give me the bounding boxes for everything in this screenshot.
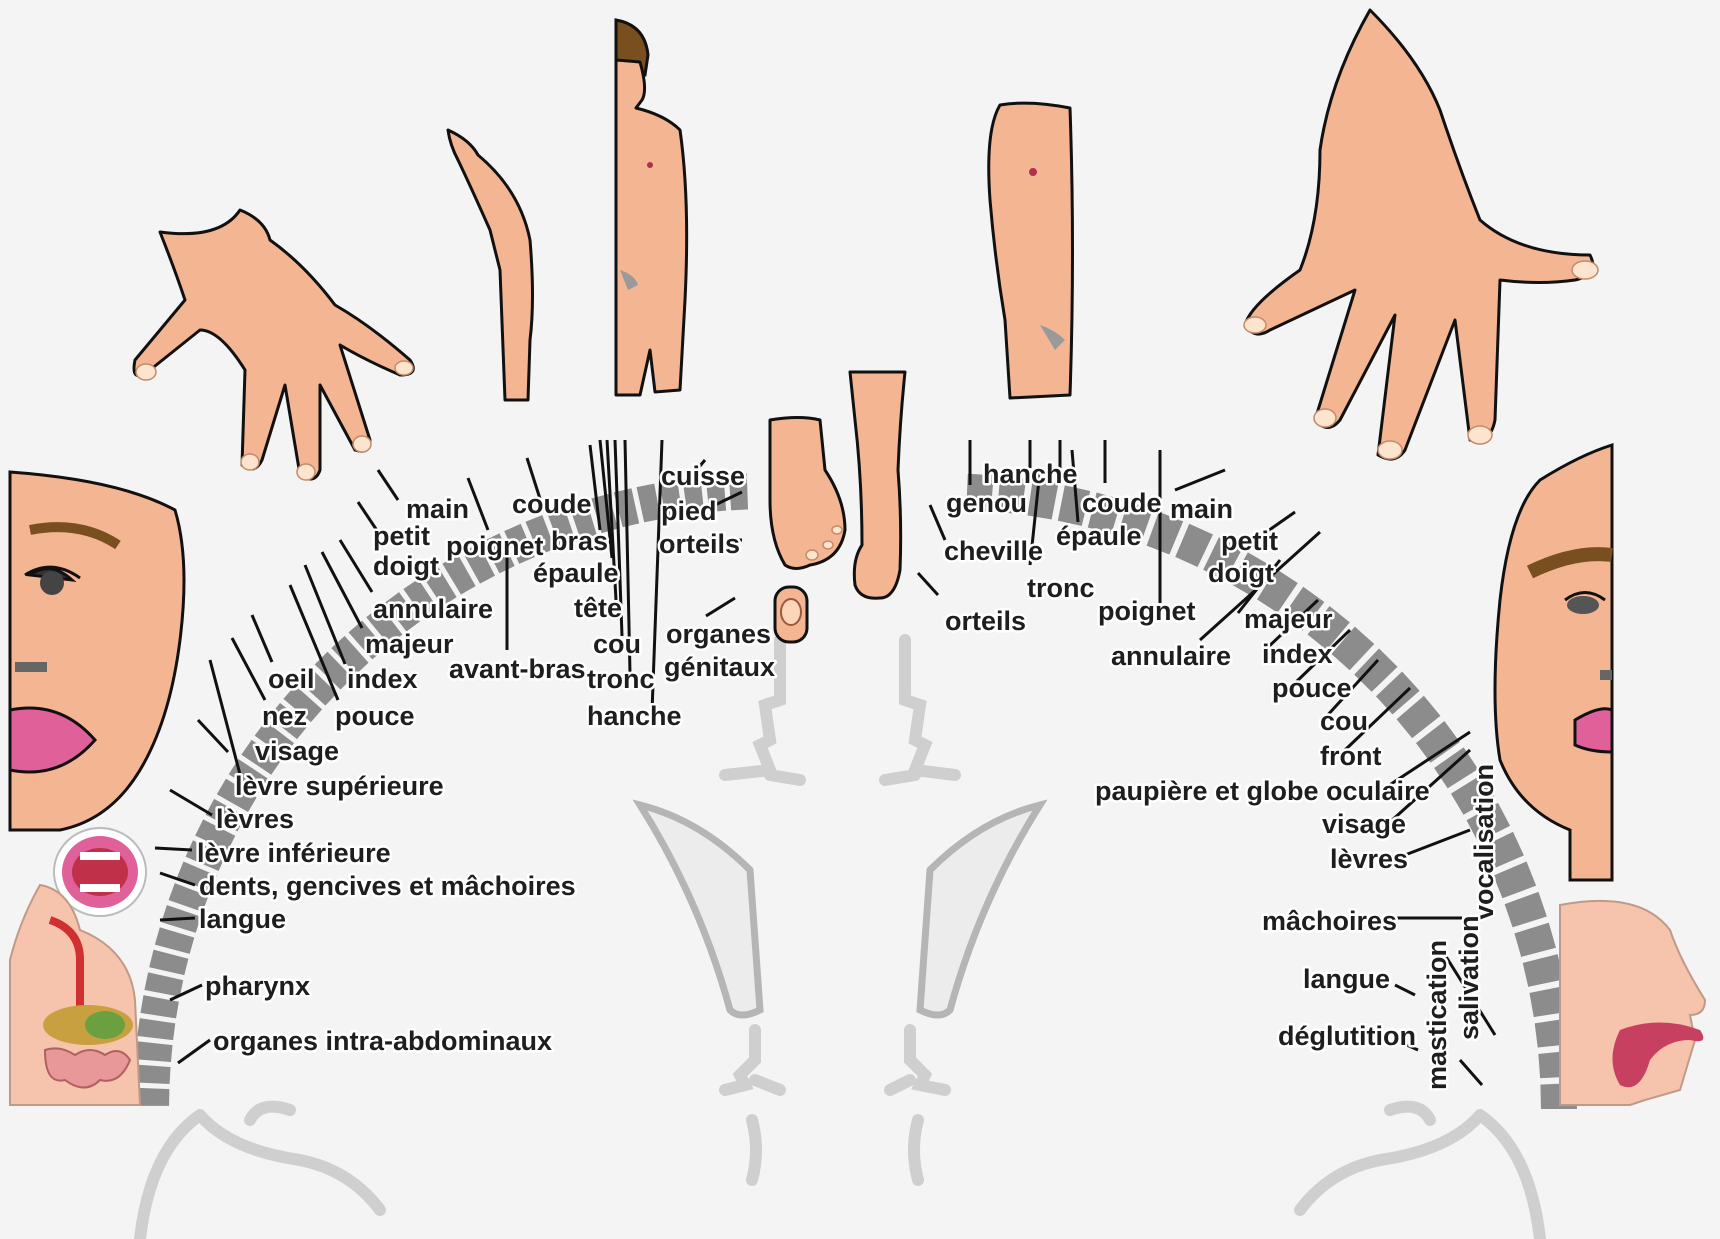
label-left-bras: bras (551, 526, 608, 556)
label-left-orteils: orteils (659, 529, 740, 559)
genitals-icon (775, 587, 807, 642)
label-left-intraabdo: organes intra-abdominaux (213, 1026, 552, 1056)
label-left-levres: lèvres (216, 804, 294, 834)
label-right-salivation: salivation (1454, 915, 1484, 1040)
label-left-majeur: majeur (365, 629, 454, 659)
label-left-coude: coude (512, 489, 592, 519)
label-right-main: main (1170, 494, 1233, 524)
label-right-mastication: mastication (1422, 940, 1452, 1090)
label-left-hanche: hanche (587, 701, 682, 731)
label-right-visage: visage (1322, 809, 1406, 839)
label-left-langue: langue (199, 904, 286, 934)
left-hand-icon (134, 210, 413, 480)
label-right-levres: lèvres (1330, 844, 1408, 874)
label-right-petit: petit (1221, 526, 1278, 556)
head-profile-icon (1560, 901, 1705, 1105)
label-left-epaule: épaule (533, 558, 619, 588)
label-left-organes: organes (666, 619, 771, 649)
label-left-tronc: tronc (587, 664, 655, 694)
label-left-annulaire: annulaire (373, 594, 493, 624)
label-right-tronc: tronc (1027, 573, 1095, 603)
label-right-orteils: orteils (945, 606, 1026, 636)
label-right-langue: langue (1303, 964, 1390, 994)
label-left-visage: visage (255, 736, 339, 766)
label-left-doigt: doigt (373, 551, 439, 581)
label-left-levresup: lèvre supérieure (235, 771, 444, 801)
label-left-pied: pied (661, 496, 717, 526)
left-labels: main coude petit doigt poignet bras épau… (197, 461, 775, 1056)
label-right-poignet: poignet (1098, 596, 1195, 626)
label-right-epaule: épaule (1056, 521, 1142, 551)
label-left-genitaux: génitaux (664, 652, 775, 682)
label-right-hanche: hanche (983, 459, 1078, 489)
label-left-levreinf: lèvre inférieure (197, 838, 391, 868)
label-right-doigt: doigt (1208, 558, 1274, 588)
label-left-nez: nez (262, 701, 307, 731)
label-right-genou: genou (946, 488, 1027, 518)
label-right-vocalisation: vocalisation (1469, 764, 1499, 920)
label-right-index: index (1262, 639, 1333, 669)
label-right-pouce: pouce (1272, 673, 1352, 703)
label-left-poignet: poignet (446, 531, 543, 561)
left-torso-icon (616, 20, 687, 395)
right-labels: hanche genou coude main cheville épaule … (944, 459, 1499, 1090)
label-right-coude: coude (1082, 488, 1162, 518)
label-left-main: main (406, 494, 469, 524)
left-cortex-segment (136, 1017, 176, 1041)
label-left-avantbras: avant-bras (449, 654, 586, 684)
label-right-cou: cou (1320, 706, 1368, 736)
right-torso-icon (989, 103, 1073, 398)
label-right-annulaire: annulaire (1111, 641, 1231, 671)
label-left-index: index (347, 664, 418, 694)
label-left-cuisse: cuisse (661, 461, 745, 491)
left-cortex-segment (134, 1040, 174, 1063)
right-hand-icon (1244, 10, 1598, 459)
left-foot-icon (770, 418, 845, 569)
label-left-pouce: pouce (335, 701, 415, 731)
right-face-icon (1495, 445, 1612, 880)
digestive-icon (10, 885, 140, 1105)
label-left-cou: cou (593, 629, 641, 659)
label-left-dents: dents, gencives et mâchoires (199, 871, 576, 901)
label-right-paupiere: paupière et globe oculaire (1095, 776, 1430, 806)
label-right-majeur: majeur (1244, 604, 1333, 634)
label-right-machoires: mâchoires (1262, 906, 1397, 936)
label-right-front: front (1320, 741, 1381, 771)
leg-icon (850, 372, 905, 598)
left-arm-icon (448, 130, 533, 400)
label-right-cheville: cheville (944, 536, 1043, 566)
label-left-oeil: oeil (268, 664, 315, 694)
label-right-deglutition: déglutition (1278, 1021, 1416, 1051)
left-face-icon (10, 472, 184, 830)
label-left-tete: tête (574, 593, 622, 623)
label-left-petit: petit (373, 521, 430, 551)
right-cortex-segment (1522, 953, 1565, 988)
label-left-pharynx: pharynx (205, 971, 310, 1001)
